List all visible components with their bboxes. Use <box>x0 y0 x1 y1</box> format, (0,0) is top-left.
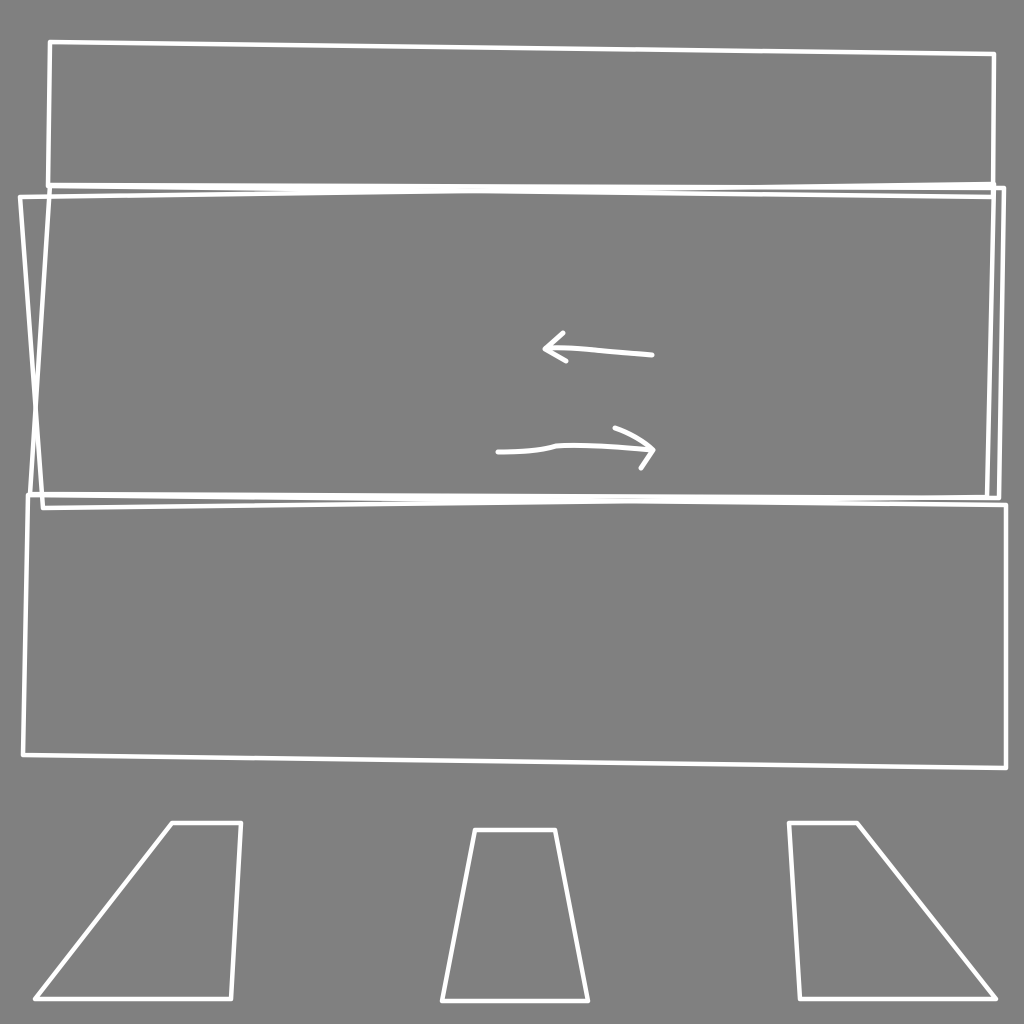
left-leg <box>32 820 244 1002</box>
right-arrow-head <box>612 425 656 471</box>
right-arrow <box>495 425 656 471</box>
left-arrow <box>542 330 655 364</box>
right-arrow-shaft <box>495 442 655 455</box>
center-leg <box>439 827 591 1004</box>
left-arrow-head <box>542 330 569 364</box>
middle-panel-b <box>27 182 1007 501</box>
bottom-panel <box>20 492 1009 771</box>
left-arrow-shaft <box>543 345 655 358</box>
right-leg <box>786 820 999 1002</box>
